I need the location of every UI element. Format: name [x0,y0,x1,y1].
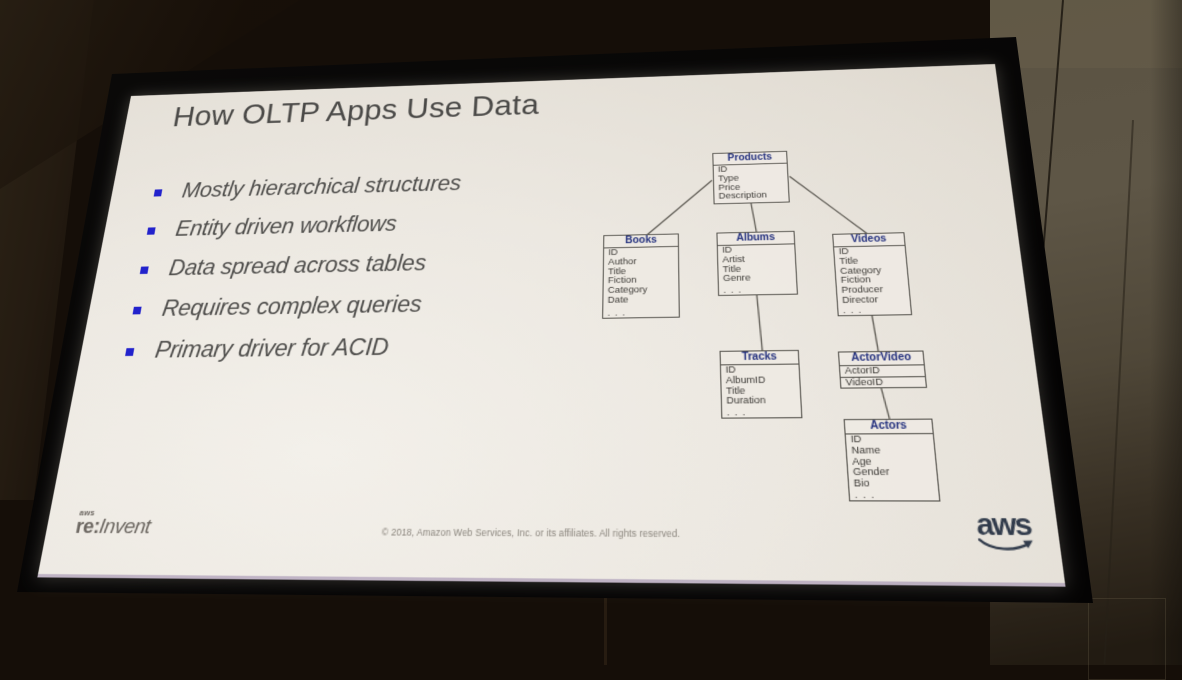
wall-right-top-band [990,0,1182,68]
entity-ellipsis: . . . [854,488,876,501]
slide: How OLTP Apps Use Data Mostly hierarchic… [37,63,1066,587]
relation-line-videos-actorvideo [872,316,878,351]
entity-field: Name [851,444,881,456]
aws-logo: aws [970,506,1038,553]
entity-title: Tracks [720,350,799,366]
entity-field: Date [607,294,629,305]
aws-logo-text: aws [974,506,1033,543]
relation-line-albums-tracks [757,295,762,350]
floor-seam [604,596,607,665]
entity-title: ActorVideo [839,351,924,367]
relation-lines-svg [38,64,1065,583]
relation-line-actorvideo-actors [881,388,889,419]
relation-line-products-videos [789,174,867,235]
wall-right-shade [1150,0,1182,665]
relation-line-products-albums [751,203,756,231]
entity-field: Description [718,190,768,201]
entity-ellipsis: . . . [726,406,747,418]
entity-ellipsis: . . . [607,307,627,318]
entity-field: VideoID [845,376,884,388]
wall-panel-outline [1088,598,1166,680]
relation-line-products-books [646,180,714,236]
entity-field: Genre [722,272,751,284]
entity-title: Actors [844,419,933,435]
entity-ellipsis: . . . [842,304,863,316]
entity-ellipsis: . . . [723,284,743,295]
entity-field: Duration [726,395,766,407]
